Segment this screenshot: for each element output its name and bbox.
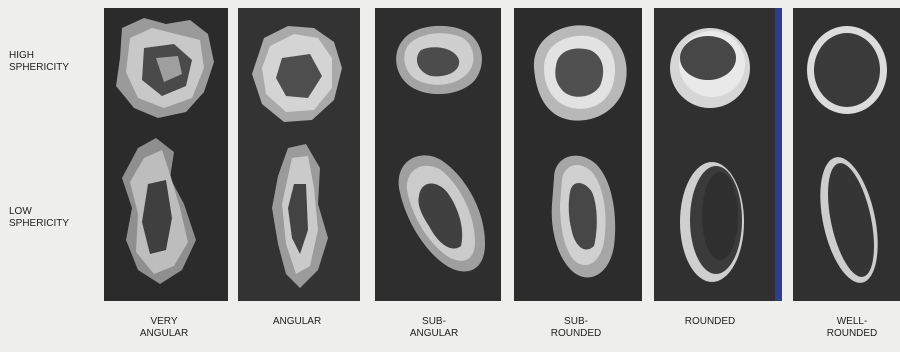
grain-angular-high-sphericity bbox=[252, 26, 342, 122]
grain-very-angular-low-sphericity bbox=[122, 138, 196, 284]
grain-sub-rounded-high-sphericity bbox=[534, 25, 627, 120]
grain-very-angular-high-sphericity bbox=[116, 18, 214, 118]
grain-sub-rounded-low-sphericity bbox=[552, 156, 616, 278]
grain-sub-angular-high-sphericity bbox=[396, 26, 482, 94]
panel-sub-rounded bbox=[514, 8, 642, 301]
grain-rounded-high-sphericity bbox=[670, 28, 750, 108]
grain-well-rounded-low-sphericity bbox=[810, 152, 887, 288]
row-label-low-sphericity: LOW SPHERICITY bbox=[9, 206, 69, 230]
column-label-well-rounded: WELL- ROUNDED bbox=[827, 316, 878, 340]
column-label-sub-angular: SUB- ANGULAR bbox=[410, 316, 458, 340]
grain-well-rounded-high-sphericity bbox=[807, 26, 887, 114]
panel-edge-stripe bbox=[775, 8, 782, 301]
column-label-rounded: ROUNDED bbox=[685, 316, 736, 328]
column-label-very-angular: VERY ANGULAR bbox=[140, 316, 188, 340]
panel-angular bbox=[238, 8, 360, 301]
grain-angular-low-sphericity bbox=[272, 144, 328, 288]
column-label-angular: ANGULAR bbox=[273, 316, 321, 328]
panel-sub-angular bbox=[375, 8, 501, 301]
column-label-sub-rounded: SUB- ROUNDED bbox=[551, 316, 602, 340]
panel-rounded bbox=[654, 8, 782, 301]
panel-very-angular bbox=[104, 8, 228, 301]
panel-well-rounded bbox=[793, 8, 900, 301]
grain-rounded-low-sphericity bbox=[680, 162, 744, 282]
row-label-high-sphericity: HIGH SPHERICITY bbox=[9, 50, 69, 74]
grain-sub-angular-low-sphericity bbox=[399, 155, 485, 271]
